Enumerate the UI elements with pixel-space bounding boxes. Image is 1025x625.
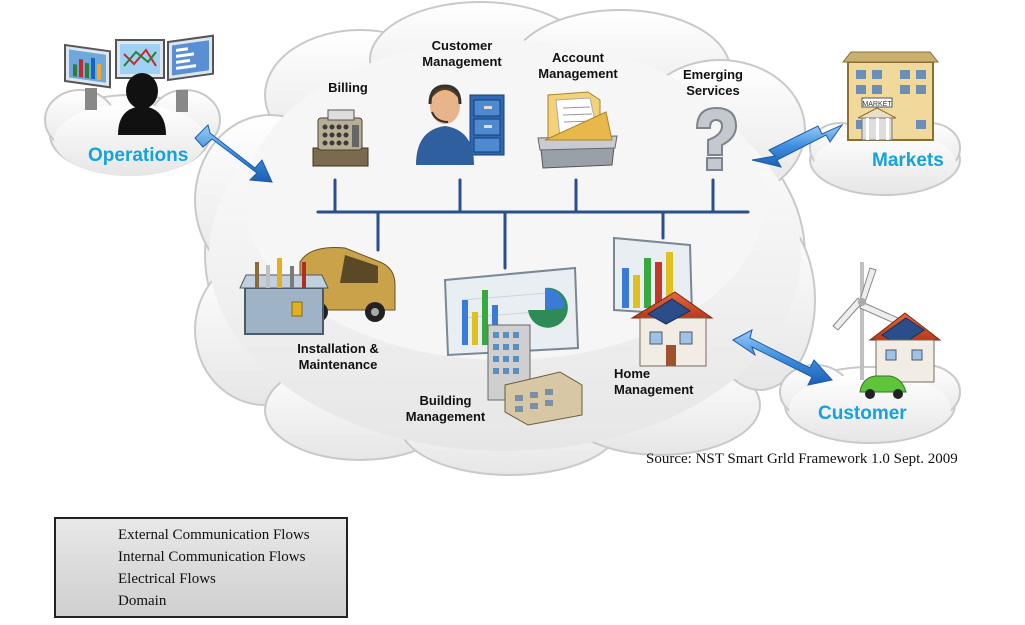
home-management-label: Home Management — [614, 366, 694, 397]
billing-label: Billing — [328, 80, 368, 95]
operations-domain-label: Operations — [88, 145, 189, 166]
source-citation: Source: NST Smart Grld Framework 1.0 Sep… — [646, 451, 958, 467]
legend-label: External Communication Flows — [118, 527, 310, 543]
legend-label: Internal Communication Flows — [118, 549, 306, 565]
legend-row-domain: Domain — [56, 591, 346, 613]
emerging-services-question-icon — [695, 106, 738, 171]
building-management-icon — [443, 266, 583, 426]
legend-label: Domain — [118, 593, 167, 609]
installation-maintenance-label: Installation & Maintenance — [297, 341, 379, 372]
external-flow-arrow-customer — [732, 329, 833, 386]
markets-building-icon: MARKET — [841, 51, 940, 141]
internal-bus — [316, 178, 750, 270]
legend-label: Electrical Flows — [118, 571, 216, 587]
customer-management-agent-icon — [416, 84, 505, 165]
external-flow-arrow-markets — [751, 123, 844, 168]
building-management-label: Building Management — [405, 393, 486, 424]
home-management-icon — [613, 236, 714, 367]
operations-control-room-icon — [64, 34, 214, 135]
customer-home-icon — [832, 262, 942, 399]
markets-domain-label: Markets — [872, 150, 944, 171]
external-flow-arrow-operations — [194, 124, 273, 183]
account-management-folder-icon — [537, 91, 618, 169]
installation-maintenance-icon — [239, 247, 396, 335]
svg-text:MARKET: MARKET — [862, 101, 892, 108]
legend-row-external: External Communication Flows — [56, 525, 346, 547]
billing-cash-register-icon — [312, 109, 369, 167]
account-management-label: Account Management — [538, 50, 618, 81]
legend: External Communication Flows Internal Co… — [54, 517, 348, 618]
customer-management-label: Customer Management — [422, 38, 502, 69]
emerging-services-label: Emerging Services — [683, 67, 743, 98]
legend-row-internal: Internal Communication Flows — [56, 547, 346, 569]
customer-domain-label: Customer — [818, 403, 907, 424]
legend-row-electrical: Electrical Flows — [56, 569, 346, 591]
